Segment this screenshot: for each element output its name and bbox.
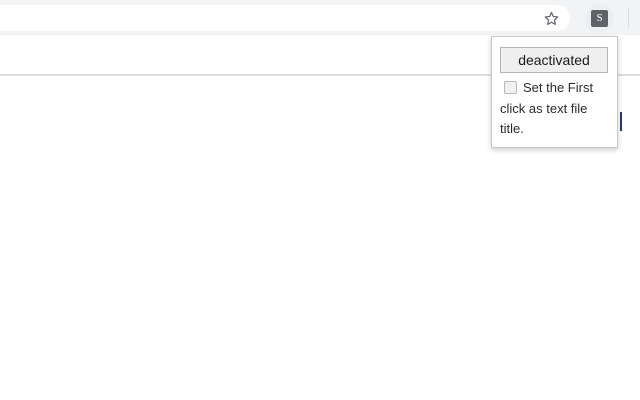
bookmark-star-button[interactable] bbox=[538, 5, 564, 31]
popup-option-row: Set the First click as text file title. bbox=[500, 78, 612, 140]
page-accent-bar bbox=[620, 112, 622, 131]
set-first-click-as-title-checkbox[interactable] bbox=[504, 81, 517, 94]
browser-toolbar: S bbox=[0, 0, 640, 35]
toolbar-separator bbox=[628, 8, 629, 28]
extension-toolbar-button[interactable]: S bbox=[585, 4, 614, 33]
extension-icon: S bbox=[591, 10, 608, 27]
activation-toggle-button[interactable]: deactivated bbox=[500, 47, 608, 73]
star-icon bbox=[543, 10, 560, 27]
omnibox-address-bar[interactable] bbox=[0, 5, 570, 31]
extension-popup-panel: deactivated Set the First click as text … bbox=[491, 36, 618, 148]
page-horizontal-divider bbox=[0, 74, 640, 76]
set-first-click-as-title-label: Set the First click as text file title. bbox=[500, 80, 594, 136]
